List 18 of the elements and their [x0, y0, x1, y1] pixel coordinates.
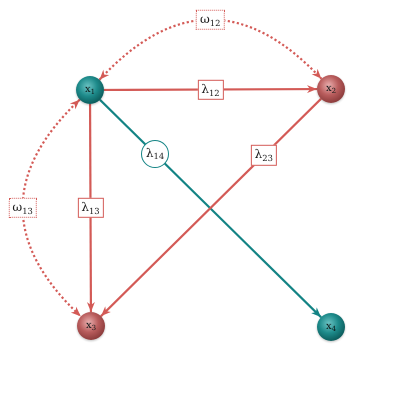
- edge-label: λ$_{23}$: [250, 145, 277, 166]
- sphere-node: [317, 313, 345, 341]
- sphere-node: [317, 75, 345, 103]
- dotted-arrow: [22, 98, 82, 318]
- node-label: x$_{1}$: [84, 84, 96, 96]
- sphere-node: [77, 312, 105, 340]
- edge-label: λ$_{14}$: [141, 140, 170, 168]
- dotted-arrow: [98, 18, 322, 80]
- edge-label: λ$_{12}$: [197, 79, 224, 100]
- edge-label: ω$_{12}$: [196, 9, 224, 30]
- node-label: x$_{4}$: [326, 322, 336, 332]
- sphere-node: [76, 76, 104, 104]
- node-label: x$_{2}$: [326, 84, 336, 94]
- arrow: [104, 85, 317, 94]
- edge-label: ω$_{13}$: [8, 198, 37, 218]
- node-label: x$_{3}$: [86, 320, 96, 332]
- edge-label: λ$_{13}$: [77, 198, 104, 218]
- arrow: [86, 104, 95, 312]
